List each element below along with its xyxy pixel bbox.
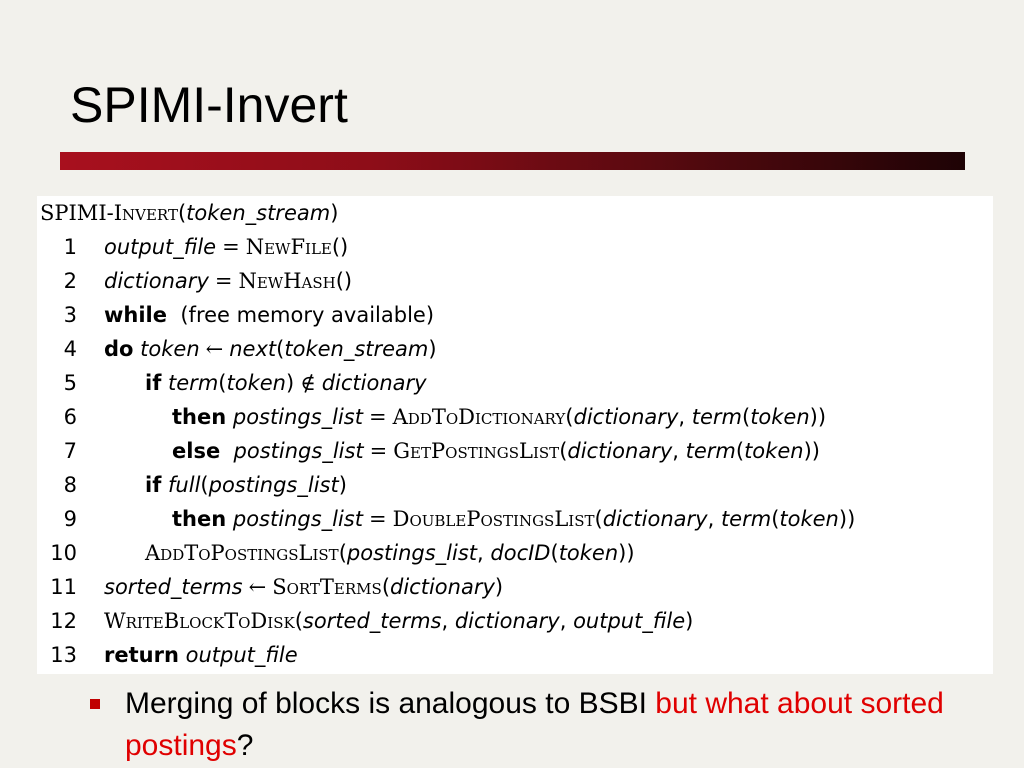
line-number: 3 xyxy=(63,303,77,327)
line-number: 5 xyxy=(63,371,77,395)
proc-addtopostingslist: AddToPostingsList xyxy=(145,541,339,565)
line-number: 7 xyxy=(63,439,77,463)
pseudocode-block: SPIMI-Invert(token_stream) 1 output_file… xyxy=(37,196,993,674)
func-term: term xyxy=(685,439,736,463)
code-line-1: 1 output_file=NewFile() xyxy=(37,230,993,264)
var-postings-list: postings_list xyxy=(346,541,478,565)
function-name: SPIMI-Invert xyxy=(40,201,178,225)
line-number: 10 xyxy=(50,541,77,565)
proc-getpostingslist: GetPostingsList xyxy=(393,439,560,463)
var-sorted-terms: sorted_terms xyxy=(302,609,442,633)
var-dictionary: dictionary xyxy=(321,371,427,395)
proc-sortterms: SortTerms xyxy=(272,575,382,599)
line-number: 8 xyxy=(63,473,77,497)
keyword-if: if xyxy=(145,473,162,497)
operator-notin: ∉ xyxy=(300,371,316,395)
code-line-5: 5 if term(token)∉dictionary xyxy=(37,366,993,400)
proc-writeblocktodisk: WriteBlockToDisk xyxy=(104,609,295,633)
code-line-12: 12 WriteBlockToDisk(sorted_terms, dictio… xyxy=(37,604,993,638)
proc-newfile: NewFile xyxy=(245,235,332,259)
var-token: token xyxy=(558,541,619,565)
keyword-then: then xyxy=(172,507,227,531)
var-dictionary: dictionary xyxy=(573,405,679,429)
var-token-stream: token_stream xyxy=(284,337,429,361)
proc-doublepostingslist: DoublePostingsList xyxy=(392,507,595,531)
func-term: term xyxy=(720,507,772,531)
var-dictionary: dictionary xyxy=(390,575,495,599)
keyword-if: if xyxy=(145,371,162,395)
func-term: term xyxy=(691,405,742,429)
line-number: 4 xyxy=(63,337,77,361)
keyword-return: return xyxy=(104,643,179,667)
operator-eq: = xyxy=(369,439,388,463)
var-token: token xyxy=(750,405,810,429)
line-number: 12 xyxy=(50,609,77,633)
line-number: 11 xyxy=(50,575,77,599)
line-number: 13 xyxy=(50,643,77,667)
var-token: token xyxy=(226,371,286,395)
var-postings-list: postings_list xyxy=(232,507,363,531)
var-token: token xyxy=(779,507,839,531)
line-number: 2 xyxy=(63,269,77,293)
code-line-10: 10 AddToPostingsList(postings_list, docI… xyxy=(37,536,993,570)
var-output-file: output_file xyxy=(104,235,217,259)
code-line-4: 4 do token←next(token_stream) xyxy=(37,332,993,366)
code-line-13: 13 return output_file xyxy=(37,638,993,672)
square-bullet-icon xyxy=(90,699,100,709)
func-docid: docID xyxy=(490,541,551,565)
line-number: 1 xyxy=(63,235,77,259)
function-arg: token_stream xyxy=(186,201,331,225)
code-line-8: 8 if full(postings_list) xyxy=(37,468,993,502)
proc-newhash: NewHash xyxy=(238,269,336,293)
var-dictionary: dictionary xyxy=(454,609,560,633)
func-full: full xyxy=(168,473,201,497)
operator-eq: = xyxy=(369,405,387,429)
keyword-do: do xyxy=(104,337,134,361)
operator-eq: = xyxy=(369,507,387,531)
var-output-file: output_file xyxy=(573,609,686,633)
bullet-text-plain: Merging of blocks is analogous to BSBI xyxy=(125,687,656,720)
var-dictionary: dictionary xyxy=(567,439,673,463)
bullet-text-highlight: but what about sorted postings xyxy=(125,687,944,762)
operator-eq: = xyxy=(222,235,240,259)
func-next: next xyxy=(229,337,277,361)
code-header: SPIMI-Invert(token_stream) xyxy=(40,201,339,225)
func-term: term xyxy=(168,371,219,395)
var-token: token xyxy=(140,337,200,361)
proc-addtodictionary: AddToDictionary xyxy=(392,405,566,429)
var-postings-list: postings_list xyxy=(208,473,339,497)
slide-title: SPIMI-Invert xyxy=(70,77,348,133)
keyword-then: then xyxy=(172,405,227,429)
title-divider xyxy=(60,152,965,170)
line-number: 6 xyxy=(63,405,77,429)
var-dictionary: dictionary xyxy=(104,269,209,293)
var-dictionary: dictionary xyxy=(602,507,708,531)
var-postings-list: postings_list xyxy=(232,405,363,429)
code-line-2: 2 dictionary=NewHash() xyxy=(37,264,993,298)
line-number: 9 xyxy=(63,507,77,531)
var-sorted-terms: sorted_terms xyxy=(104,575,243,599)
var-token: token xyxy=(744,439,804,463)
var-postings-list: postings_list xyxy=(233,439,364,463)
keyword-else: else xyxy=(172,439,221,463)
code-line-6: 6 then postings_list=AddToDictionary(dic… xyxy=(37,400,993,434)
bullet-text: Merging of blocks is analogous to BSBI b… xyxy=(125,683,985,767)
condition-text: (free memory available) xyxy=(180,303,435,327)
operator-eq: = xyxy=(214,269,233,293)
keyword-while: while xyxy=(104,303,167,327)
bullet-text-end: ? xyxy=(236,729,254,762)
code-line-3: 3 while (free memory available) xyxy=(37,298,993,332)
code-line-7: 7 else postings_list=GetPostingsList(dic… xyxy=(37,434,993,468)
operator-assign: ← xyxy=(248,575,267,599)
code-line-11: 11 sorted_terms←SortTerms(dictionary) xyxy=(37,570,993,604)
operator-assign: ← xyxy=(205,337,224,361)
var-output-file: output_file xyxy=(185,643,298,667)
code-line-9: 9 then postings_list=DoublePostingsList(… xyxy=(37,502,993,536)
